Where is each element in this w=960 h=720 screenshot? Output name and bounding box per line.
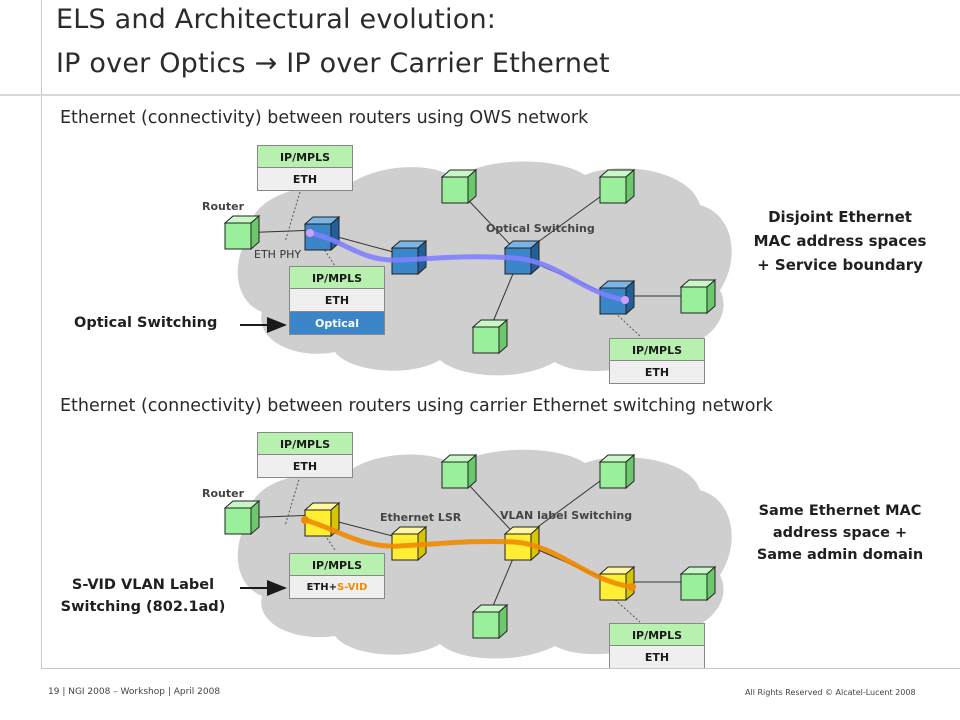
lightpath-endpoint-right <box>621 296 629 304</box>
note-line: Disjoint Ethernet <box>768 208 912 226</box>
eth-phy-label: ETH PHY <box>254 248 302 261</box>
footer-rule <box>41 668 960 669</box>
eth-part: ETH+ <box>306 582 337 593</box>
protocol-stack-right-2: IP/MPLS ETH <box>609 623 705 669</box>
ethernet-lsr-3 <box>503 525 541 562</box>
note-line: MAC address spaces <box>753 232 927 250</box>
callout-line: S-VID VLAN Label <box>71 577 215 593</box>
lightpath-endpoint-left <box>306 229 314 237</box>
stack-layer-ipmpls: IP/MPLS <box>609 338 705 361</box>
router-label-1: Router <box>202 200 245 213</box>
note-line: Same Ethernet MAC <box>758 503 922 519</box>
vlan-path-endpoint-left <box>301 516 309 524</box>
router-node-right-2 <box>679 565 717 602</box>
router-node-right-1 <box>679 278 717 315</box>
section1-heading: Ethernet (connectivity) between routers … <box>60 108 589 128</box>
callout-line: Switching (802.1ad) <box>60 599 226 615</box>
ethernet-lsr-label: Ethernet LSR <box>380 511 462 524</box>
vlan-label-switching-label: VLAN label Switching <box>500 509 633 522</box>
optical-switching-cloud-label: Optical Switching <box>486 222 595 235</box>
stack-layer-ipmpls: IP/MPLS <box>257 145 353 168</box>
page-title-line2: IP over Optics → IP over Carrier Etherne… <box>56 48 610 79</box>
page-title-line1: ELS and Architectural evolution: <box>56 4 497 35</box>
protocol-stack-top-2: IP/MPLS ETH <box>257 432 353 478</box>
stack-layer-eth: ETH <box>257 455 353 478</box>
svid-part: S-VID <box>337 582 368 593</box>
stack-layer-eth-svid: ETH+S-VID <box>289 576 385 599</box>
note-line: Same admin domain <box>756 547 924 563</box>
edge-node-top-1 <box>440 168 478 205</box>
stack-layer-ipmpls: IP/MPLS <box>289 553 385 576</box>
edge-node-bottom-1 <box>471 318 509 355</box>
footer-left: 19 | NGI 2008 – Workshop | April 2008 <box>48 687 221 697</box>
left-margin-rule <box>41 0 42 668</box>
optical-lightpath <box>307 230 628 303</box>
stack-layer-eth: ETH <box>609 361 705 384</box>
stack-layer-ipmpls: IP/MPLS <box>609 623 705 646</box>
section2-heading: Ethernet (connectivity) between routers … <box>60 396 773 416</box>
stack-layer-ipmpls: IP/MPLS <box>257 432 353 455</box>
router-node-left-2 <box>223 499 261 536</box>
cloud-ethernet-network <box>237 449 732 659</box>
protocol-stack-mid-1: IP/MPLS ETH Optical <box>289 266 385 335</box>
callout-optical-switching: Optical Switching <box>74 315 218 331</box>
callout-svid-vlan-switching: S-VID VLAN Label Switching (802.1ad) <box>48 574 238 618</box>
note-line: + Service boundary <box>757 256 923 274</box>
edge-node-topright-2 <box>598 453 636 490</box>
stack-layer-optical: Optical <box>289 312 385 335</box>
stack-layer-eth: ETH <box>289 289 385 312</box>
protocol-stack-mid-2: IP/MPLS ETH+S-VID <box>289 553 385 599</box>
protocol-stack-right-1: IP/MPLS ETH <box>609 338 705 384</box>
protocol-stack-top-1: IP/MPLS ETH <box>257 145 353 191</box>
edge-node-top-2 <box>440 453 478 490</box>
footer-right: All Rights Reserved © Alcatel-Lucent 200… <box>745 688 916 697</box>
router-label-2: Router <box>202 487 245 500</box>
note-line: address space + <box>772 525 908 541</box>
stack-layer-eth: ETH <box>257 168 353 191</box>
router-node-left-1 <box>223 214 261 251</box>
note-disjoint-ethernet: Disjoint Ethernet MAC address spaces + S… <box>740 205 940 277</box>
title-divider <box>0 94 960 96</box>
edge-node-topright-1 <box>598 168 636 205</box>
edge-node-bottom-2 <box>471 603 509 640</box>
vlan-path-endpoint-right <box>628 583 636 591</box>
stack-layer-ipmpls: IP/MPLS <box>289 266 385 289</box>
vlan-label-switched-path <box>302 517 635 590</box>
note-same-ethernet: Same Ethernet MAC address space + Same a… <box>740 500 940 566</box>
stack-layer-eth: ETH <box>609 646 705 669</box>
